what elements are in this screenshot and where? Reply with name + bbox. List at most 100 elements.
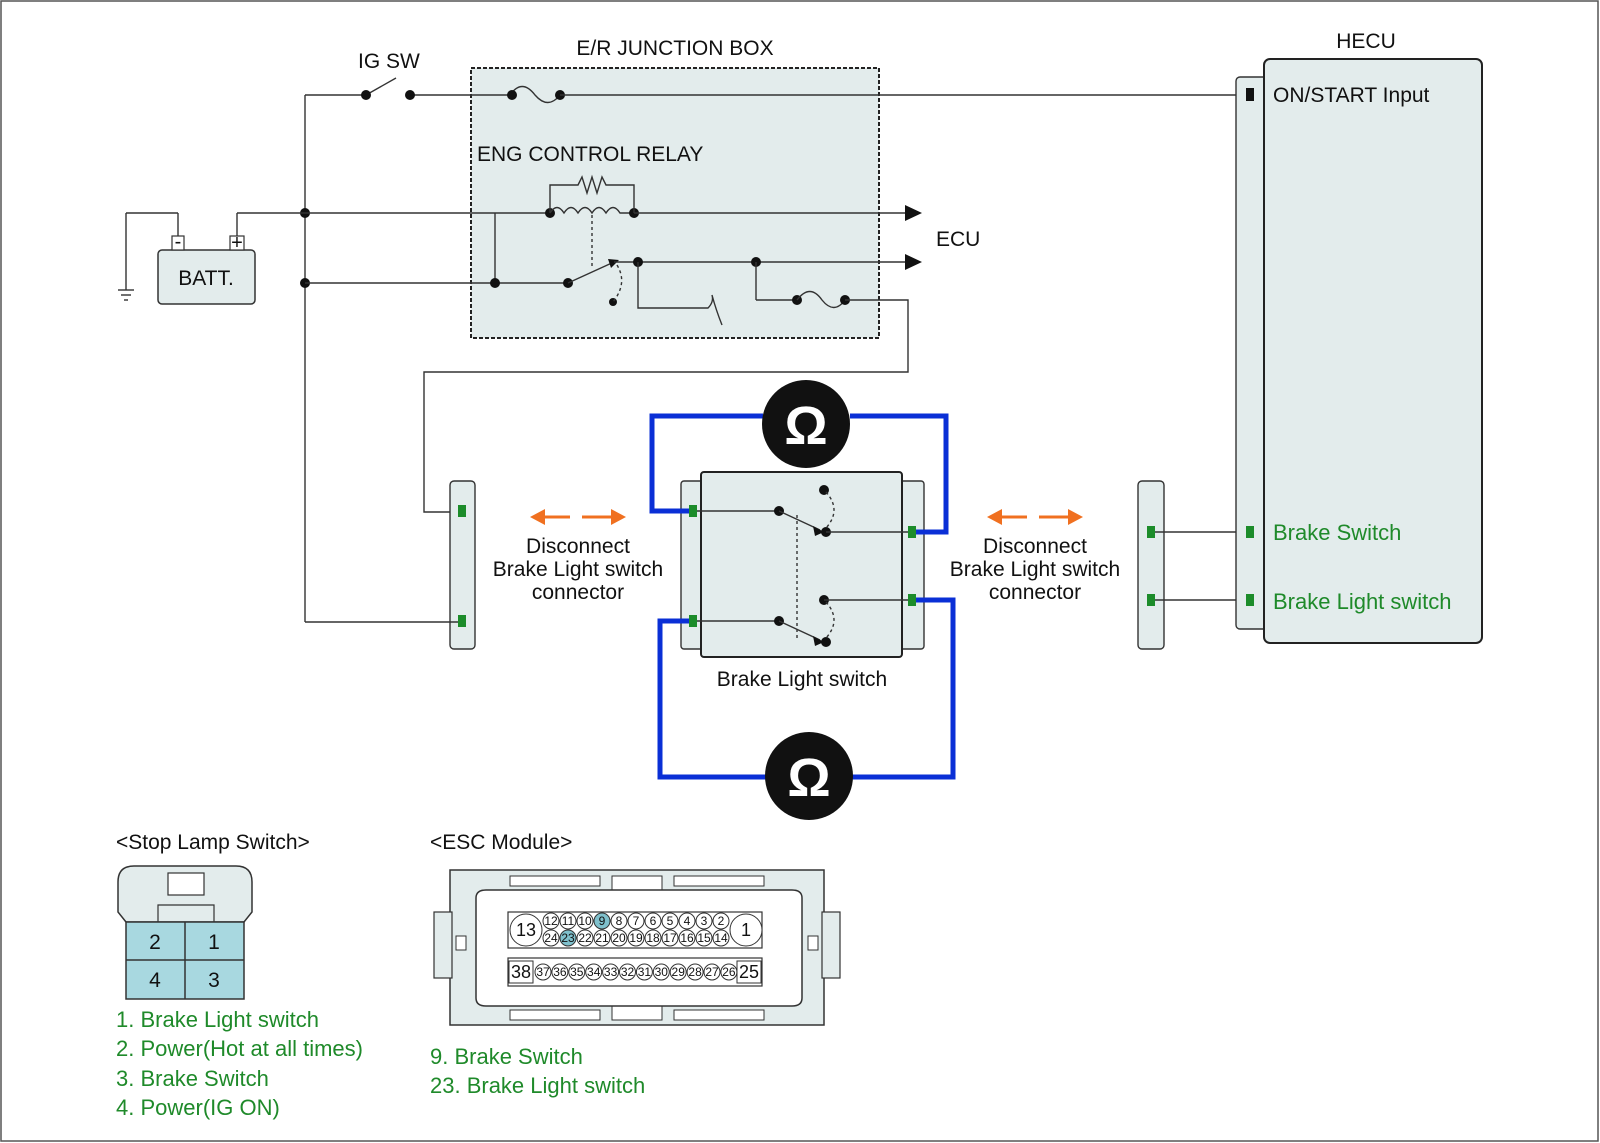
right-connector-terminal	[1147, 526, 1155, 538]
esc-pin-label: 25	[739, 962, 759, 982]
relay-contact	[305, 254, 922, 326]
esc-pin	[534, 963, 552, 981]
esc-pin	[627, 912, 645, 930]
stop-lamp-switch-title: <Stop Lamp Switch>	[116, 831, 310, 854]
esc-pin	[585, 963, 603, 981]
esc-pin	[644, 929, 662, 947]
ig-switch	[305, 77, 510, 100]
fuse-stop	[423, 262, 909, 513]
meter-lead-upper-left	[649, 413, 763, 514]
ig-sw-label: IG SW	[358, 50, 420, 73]
esc-pin-label: 26	[722, 965, 736, 979]
battery-plus-label: +	[231, 232, 243, 254]
hecu-box	[1263, 58, 1483, 644]
esc-pin-label: 5	[667, 914, 674, 928]
stop-lamp-pin: 3	[208, 969, 220, 992]
switch-terminal	[908, 594, 916, 606]
esc-pin-label: 3	[701, 914, 708, 928]
esc-pin-label: 14	[714, 931, 728, 945]
hecu-terminal	[1246, 594, 1254, 606]
esc-pin-label: 7	[633, 914, 640, 928]
esc-pin	[559, 929, 577, 947]
esc-pin-label: 36	[553, 965, 567, 979]
right-connector-terminal	[1147, 594, 1155, 606]
stop-lamp-pin: 1	[208, 931, 220, 954]
ohm-symbol: Ω	[787, 748, 830, 808]
esc-pin-label: 23	[561, 931, 575, 945]
brake-light-switch-label: Brake Light switch	[717, 668, 887, 691]
esc-pin	[593, 912, 611, 930]
switch-contact-upper	[692, 485, 912, 537]
meter-lead-upper-right	[850, 413, 949, 535]
switch-terminal	[908, 526, 916, 538]
esc-pin	[610, 929, 628, 947]
hecu-brake-light-switch-label: Brake Light switch	[1273, 589, 1452, 614]
esc-pin-label: 9	[599, 914, 606, 928]
esc-pin-label: 4	[684, 914, 691, 928]
stop-lamp-pin: 4	[149, 969, 161, 992]
ecu-label: ECU	[936, 228, 980, 251]
esc-pin	[712, 929, 730, 947]
esc-pin-label: 35	[570, 965, 584, 979]
esc-pin-label: 24	[544, 931, 558, 945]
switch-contact-lower	[692, 595, 912, 647]
esc-pin-label: 16	[680, 931, 694, 945]
esc-pin	[542, 912, 560, 930]
ohmmeter-icon: Ω	[765, 732, 853, 820]
right-connector	[1137, 480, 1165, 650]
esc-pin	[644, 912, 662, 930]
junction-box	[470, 67, 880, 339]
esc-pin-label: 27	[705, 965, 719, 979]
esc-pin	[661, 929, 679, 947]
esc-pin-label: 33	[604, 965, 618, 979]
esc-pin	[576, 929, 594, 947]
esc-pin-label: 11	[562, 914, 575, 928]
fuse-ign	[507, 85, 1245, 104]
esc-pin	[542, 929, 560, 947]
disconnect-left-line3: connector	[532, 581, 624, 604]
ground-icon	[118, 289, 134, 301]
left-connector-terminal	[458, 505, 466, 517]
esc-pin	[678, 912, 696, 930]
esc-pin	[720, 963, 738, 981]
junction-box-title: E/R JUNCTION BOX	[576, 37, 773, 60]
stop-lamp-legend-item: 2. Power(Hot at all times)	[116, 1036, 363, 1061]
esc-pin-label: 15	[697, 931, 711, 945]
battery-label: BATT.	[178, 267, 234, 290]
esc-module-title: <ESC Module>	[430, 831, 572, 854]
esc-pin	[669, 963, 687, 981]
esc-pin	[661, 912, 679, 930]
esc-pin	[551, 963, 569, 981]
esc-pin-label: 18	[646, 931, 660, 945]
hecu-brake-switch-label: Brake Switch	[1273, 520, 1401, 545]
esc-pin	[576, 912, 594, 930]
meter-lead-lower-right	[852, 597, 956, 780]
esc-legend-item: 9. Brake Switch	[430, 1044, 583, 1069]
ohm-symbol: Ω	[784, 396, 827, 456]
hecu-label: HECU	[1336, 30, 1396, 53]
hecu-on-start-label: ON/START Input	[1273, 84, 1430, 107]
esc-pin	[568, 963, 586, 981]
left-connector-terminal	[458, 615, 466, 627]
left-connector	[449, 480, 476, 650]
esc-pin-label: 29	[672, 965, 686, 979]
esc-pin-label: 34	[587, 965, 601, 979]
stop-lamp-connector: 2 1 4 3	[117, 865, 253, 1000]
esc-pin	[703, 963, 721, 981]
esc-pin-label: 6	[650, 914, 657, 928]
double-arrow-icon	[987, 509, 1083, 525]
esc-pin	[712, 912, 730, 930]
esc-pin	[509, 913, 543, 947]
esc-pin-label: 17	[663, 931, 677, 945]
esc-pin	[686, 963, 704, 981]
esc-pin-label: 8	[616, 914, 623, 928]
battery: - + BATT.	[157, 231, 256, 305]
esc-pin	[635, 963, 653, 981]
disconnect-left-line2: Brake Light switch	[493, 558, 663, 581]
esc-pin	[627, 929, 645, 947]
esc-pin-label: 30	[655, 965, 669, 979]
esc-pin-label: 2	[718, 914, 725, 928]
hecu-terminal	[1246, 526, 1254, 538]
